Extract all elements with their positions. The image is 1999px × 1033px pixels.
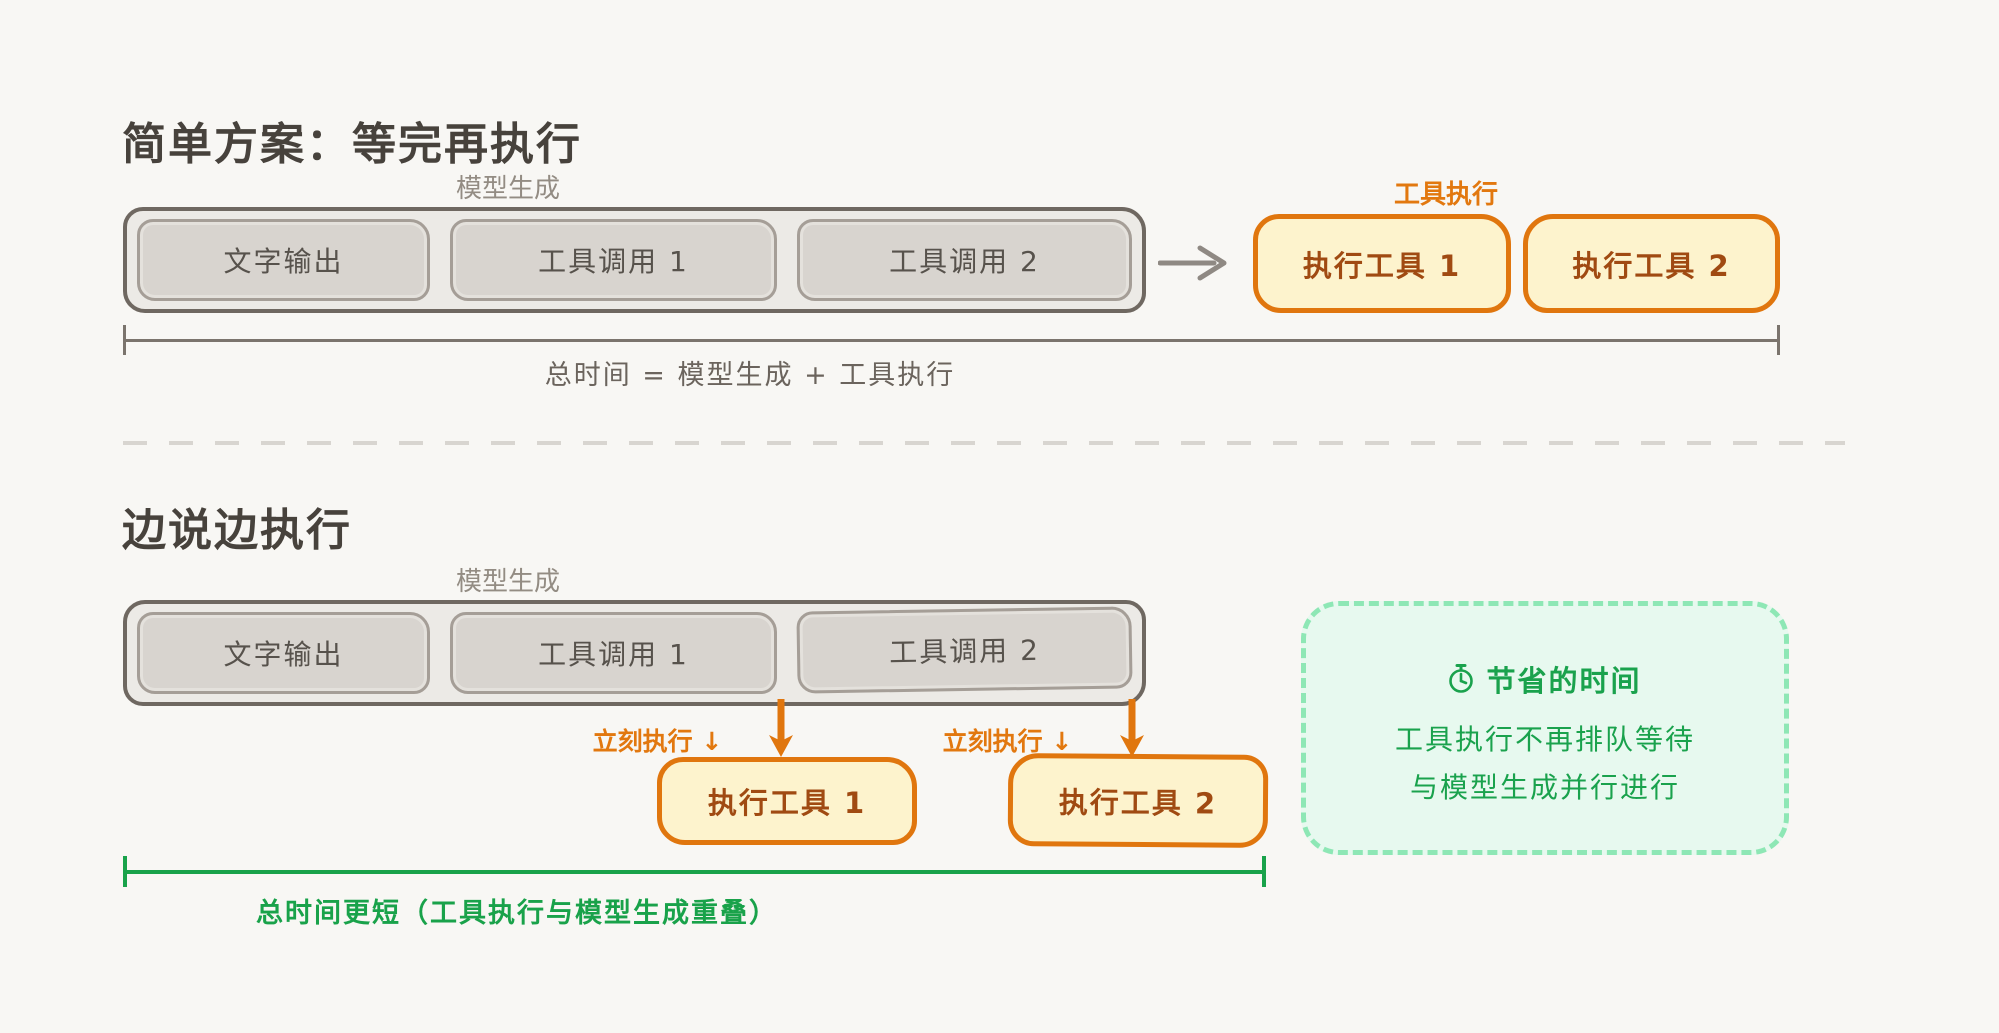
- exec2-tool-2-box: 执行工具 2: [1007, 753, 1269, 848]
- pipeline2-block-tool-call-2: 工具调用 2: [796, 606, 1133, 694]
- bracket-bar: [123, 870, 1266, 874]
- exec-tool-1-box: 执行工具 1: [1253, 214, 1511, 313]
- exec2-tool-1-box: 执行工具 1: [657, 757, 917, 845]
- bracket-left-tick: [123, 856, 127, 887]
- shorter-total-time-bracket: [123, 856, 1266, 887]
- benefit-line-2: 与模型生成并行进行: [1409, 771, 1680, 804]
- model-generation-label: 模型生成: [455, 174, 560, 204]
- arrow-right-icon: [1158, 244, 1236, 282]
- model-generation-label-2: 模型生成: [455, 567, 560, 597]
- arrow-down-icon: [1115, 699, 1149, 759]
- pipeline-block-text-output: 文字输出: [137, 219, 430, 301]
- time-saved-callout: 节省的时间 工具执行不再排队等待 与模型生成并行进行: [1301, 601, 1789, 855]
- bracket-right-tick: [1262, 856, 1266, 887]
- bracket-right-tick: [1777, 325, 1780, 355]
- section-simple-title: 简单方案：等完再执行: [122, 119, 582, 170]
- benefit-line-1: 工具执行不再排队等待: [1394, 723, 1695, 756]
- exec-tool-2-box: 执行工具 2: [1523, 214, 1780, 313]
- bracket-bar: [123, 339, 1780, 342]
- benefit-title-row: 节省的时间: [1448, 658, 1641, 700]
- pipeline2-block-tool-call-1: 工具调用 1: [450, 612, 777, 694]
- pipeline-block-tool-call-1: 工具调用 1: [450, 219, 777, 301]
- timer-icon: [1448, 664, 1474, 694]
- section-divider: [123, 441, 1845, 445]
- pipeline-block-tool-call-2: 工具调用 2: [797, 219, 1132, 301]
- pipeline2-block-text-output: 文字输出: [137, 612, 430, 694]
- section-streaming-title: 边说边执行: [122, 505, 352, 556]
- total-time-text: 总时间 = 模型生成 + 工具执行: [544, 360, 956, 391]
- immediate-exec-label-1: 立刻执行 ↓: [592, 727, 723, 756]
- total-time-bracket: [123, 325, 1780, 355]
- tool-execution-label: 工具执行: [1393, 180, 1498, 210]
- benefit-title: 节省的时间: [1486, 664, 1642, 698]
- immediate-exec-label-2: 立刻执行 ↓: [942, 727, 1073, 756]
- bracket-left-tick: [123, 325, 126, 355]
- arrow-down-icon: [764, 699, 798, 759]
- shorter-total-time-text: 总时间更短（工具执行与模型生成重叠）: [256, 898, 778, 929]
